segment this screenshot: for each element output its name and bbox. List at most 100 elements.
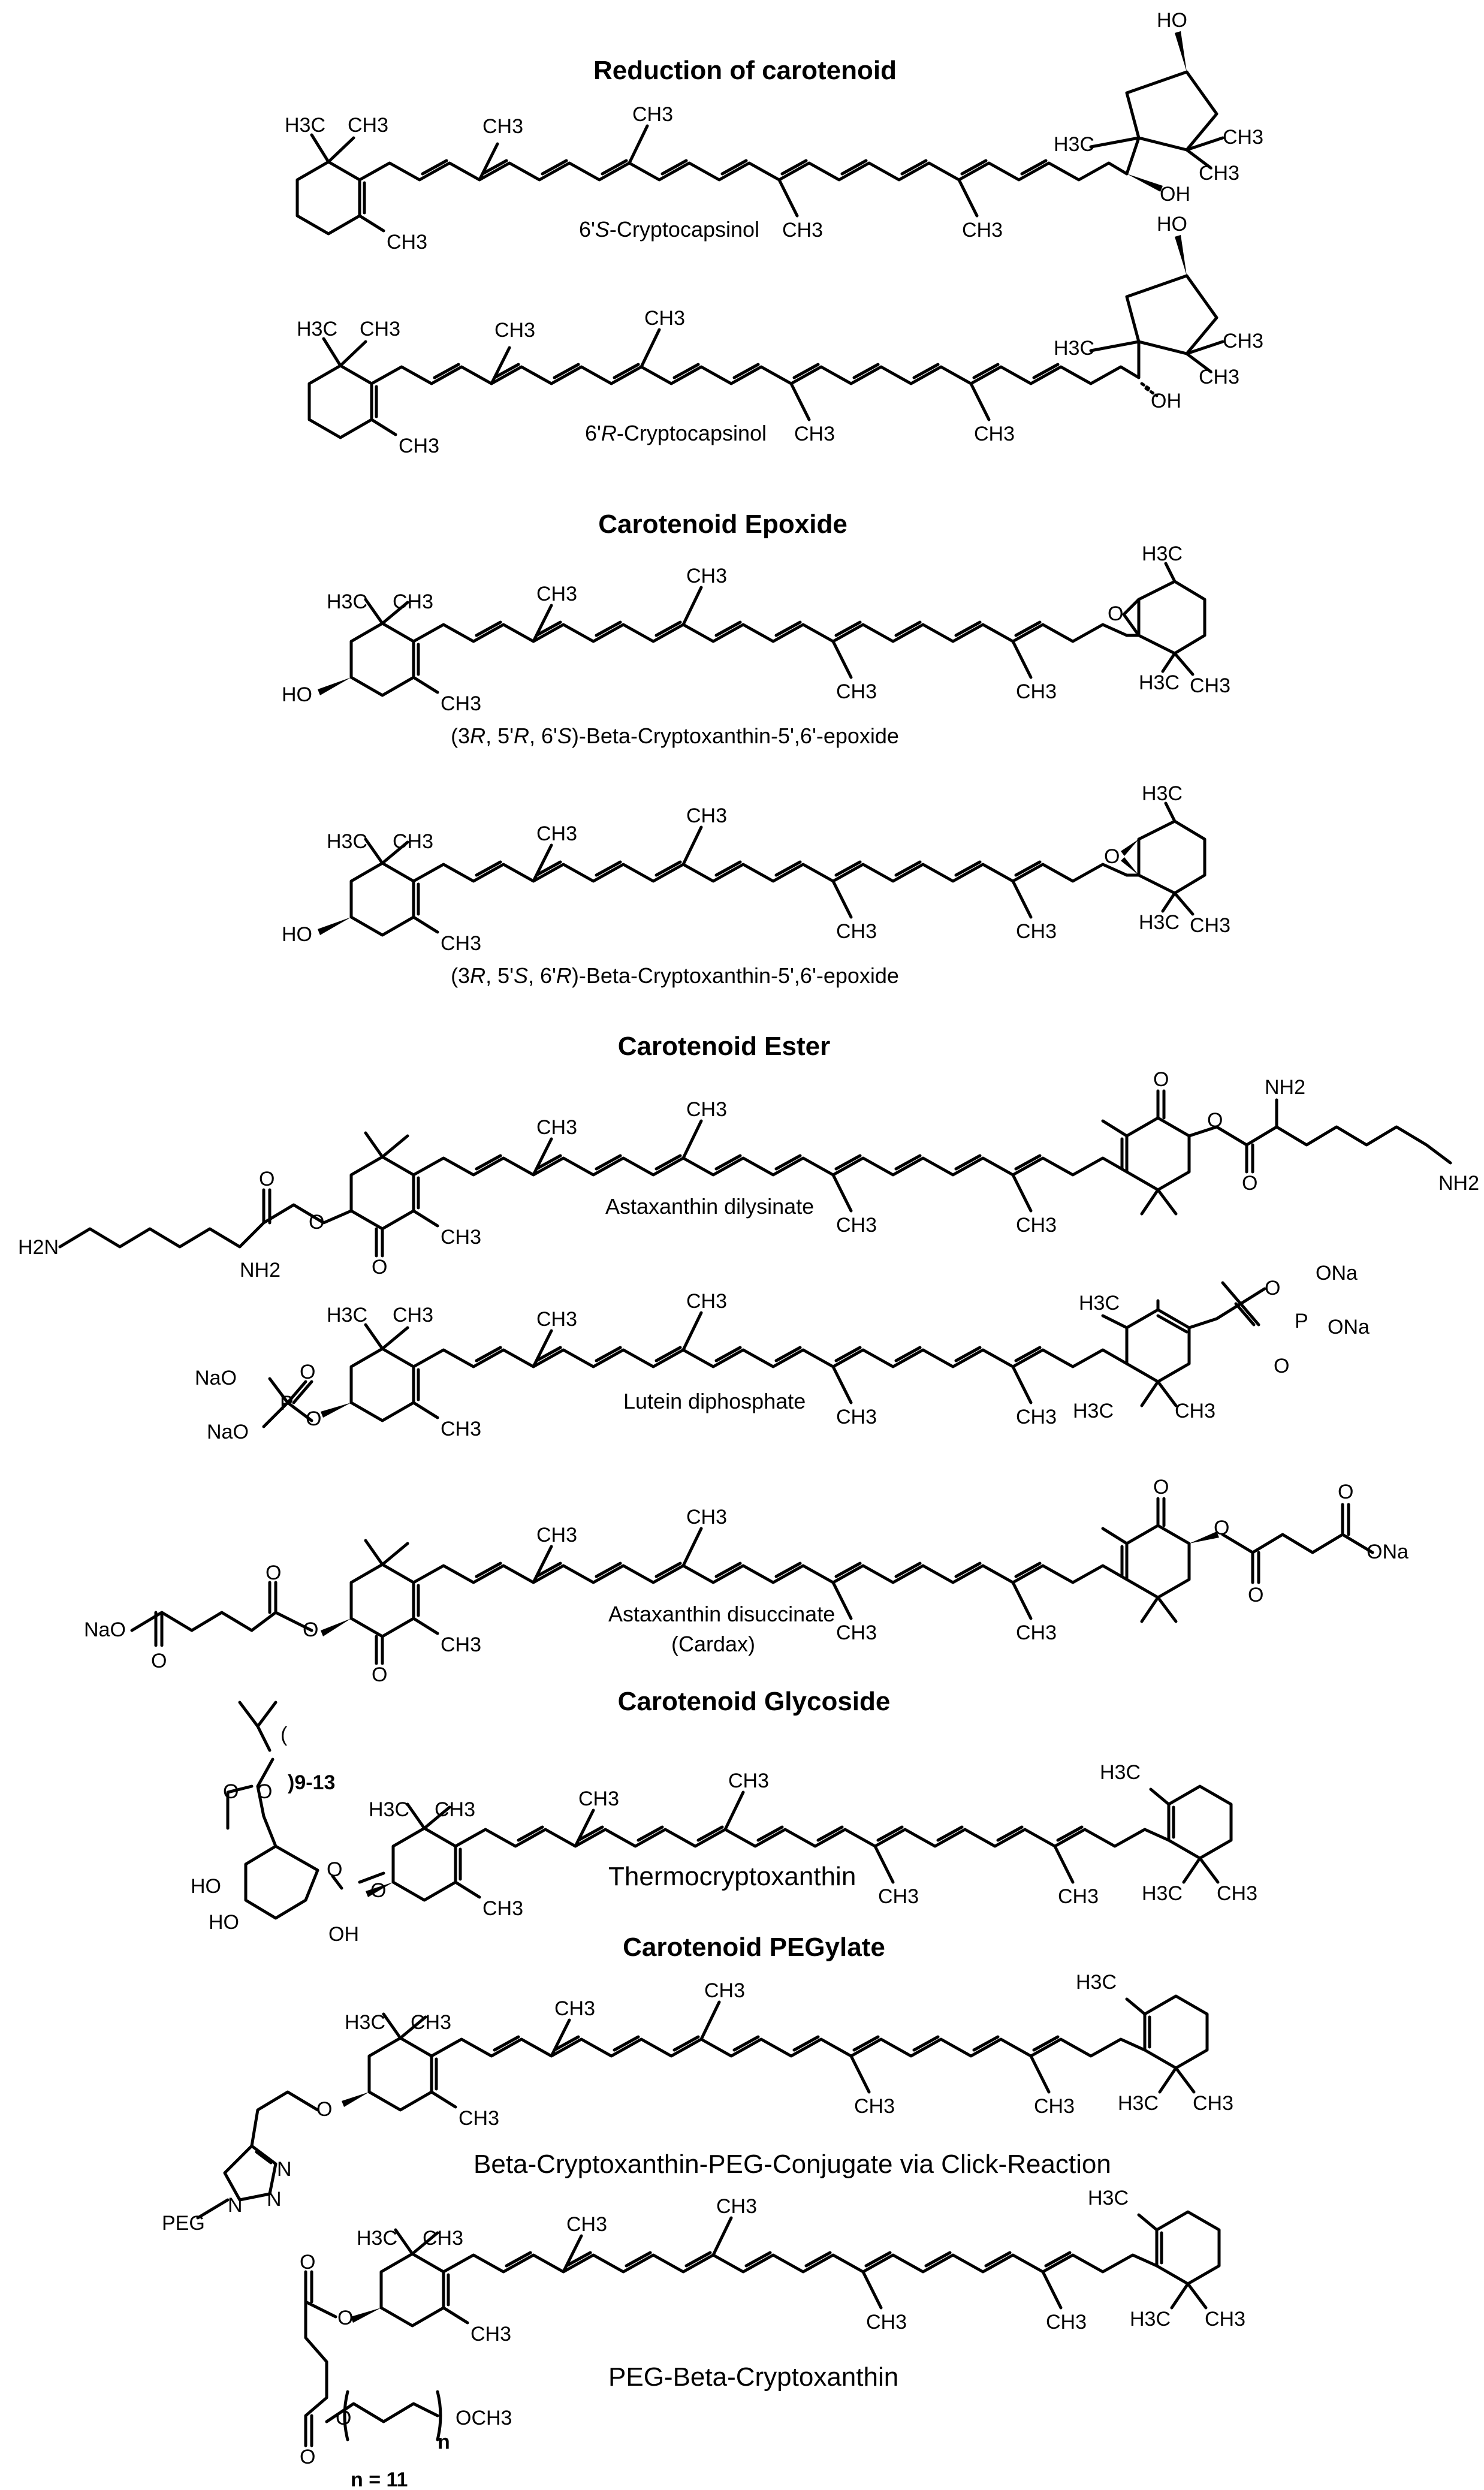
atom-h3c: H3C xyxy=(369,1798,409,1821)
atom-h3c: H3C xyxy=(1088,2187,1129,2209)
atom-o: O xyxy=(1265,1277,1280,1300)
atom-ho: HO xyxy=(1157,213,1187,236)
atom-nao: NaO xyxy=(195,1367,237,1389)
atom-p: P xyxy=(280,1392,294,1415)
atom-h3c: H3C xyxy=(1130,2308,1171,2331)
atom-ch3: CH3 xyxy=(1034,2095,1075,2118)
atom-ona: ONa xyxy=(1316,1262,1358,1285)
atom-ho: HO xyxy=(209,1911,239,1934)
atom-ch3: CH3 xyxy=(1016,1406,1057,1428)
atom-ch3: CH3 xyxy=(536,822,577,845)
atom-ch3: CH3 xyxy=(441,1226,481,1249)
atom-ch3: CH3 xyxy=(536,1308,577,1331)
atom-h3c: H3C xyxy=(1139,671,1180,694)
atom-ch3: CH3 xyxy=(435,1798,475,1821)
atom-o: O xyxy=(151,1650,167,1672)
atom-ch3: CH3 xyxy=(1199,162,1239,185)
compound-alias-cardax: (Cardax) xyxy=(671,1632,755,1656)
atom-ch3: CH3 xyxy=(1016,920,1057,943)
atom-ch3: CH3 xyxy=(1205,2308,1245,2331)
atom-h3c: H3C xyxy=(327,830,367,853)
atom-ch3: CH3 xyxy=(836,1621,877,1644)
compound-label-6s-cryptocapsinol: 6'S-Cryptocapsinol xyxy=(579,217,759,242)
atom-h3c: H3C xyxy=(1079,1292,1120,1315)
atom-ch3: CH3 xyxy=(686,1098,727,1121)
peg-repeat-n: n xyxy=(438,2431,450,2453)
atom-o: O xyxy=(266,1561,281,1584)
atom-ch3: CH3 xyxy=(686,1290,727,1313)
atom-ch3: CH3 xyxy=(632,103,673,126)
atom-h3c: H3C xyxy=(1142,1882,1183,1905)
atom-ch3: CH3 xyxy=(393,1304,433,1327)
section-title-reduction: Reduction of carotenoid xyxy=(593,56,897,85)
atom-h3c: H3C xyxy=(1073,1400,1114,1422)
atom-o: O xyxy=(300,2446,315,2468)
atom-o: O xyxy=(1104,845,1120,868)
atom-h3c: H3C xyxy=(345,2011,385,2034)
atom-ch3: CH3 xyxy=(1190,914,1230,937)
atom-ch3: CH3 xyxy=(536,583,577,605)
atom-ch3: CH3 xyxy=(1217,1882,1257,1905)
atom-ch3: CH3 xyxy=(704,1979,745,2002)
atom-nao: NaO xyxy=(84,1618,126,1641)
atom-o: O xyxy=(1274,1355,1289,1377)
atom-h3c: H3C xyxy=(327,590,367,613)
molecule-bcx-peg-click: O N N N PEG H3C CH3 CH3 CH3 CH3 CH3 CH3 … xyxy=(162,1971,1233,2235)
atom-o: O xyxy=(372,1663,387,1686)
atom-oh: OH xyxy=(328,1923,359,1946)
compound-label-epoxide-2: (3R, 5'S, 6'R)-Beta-Cryptoxanthin-5',6'-… xyxy=(451,963,899,988)
atom-ch3: CH3 xyxy=(1016,1621,1057,1644)
atom-ch3: CH3 xyxy=(399,435,439,457)
atom-ho: HO xyxy=(282,923,312,946)
atom-ch3: CH3 xyxy=(854,2095,895,2118)
compound-label-astaxanthin-dilysinate: Astaxanthin dilysinate xyxy=(605,1194,814,1219)
atom-ch3: CH3 xyxy=(836,920,877,943)
atom-ho: HO xyxy=(1157,9,1187,32)
molecule-astaxanthin-disuccinate: NaO O O O O CH3 CH3 CH3 CH3 CH3 O O O O … xyxy=(84,1476,1408,1686)
section-title-glycoside: Carotenoid Glycoside xyxy=(618,1687,891,1716)
atom-ch3: CH3 xyxy=(1223,126,1263,149)
atom-ch3: CH3 xyxy=(782,219,823,242)
triazole-n1: N xyxy=(228,2194,243,2217)
atom-ch3: CH3 xyxy=(1058,1885,1099,1908)
atom-ch3: CH3 xyxy=(794,423,835,445)
atom-o: O xyxy=(1207,1109,1223,1132)
atom-ch3: CH3 xyxy=(348,114,388,137)
atom-o: O xyxy=(303,1618,318,1641)
atom-ch3: CH3 xyxy=(536,1116,577,1139)
atom-oh: OH xyxy=(1160,183,1190,206)
molecule-thermocryptoxanthin: O O O O HO HO OH ( )9-13 H3C CH3 CH3 CH3… xyxy=(191,1701,1257,1946)
atom-ch3: CH3 xyxy=(470,2323,511,2346)
methoxy-label: OCH3 xyxy=(456,2407,512,2429)
atom-ch3: CH3 xyxy=(566,2213,607,2236)
atom-ch3: CH3 xyxy=(1046,2311,1087,2334)
atom-o: O xyxy=(1214,1517,1229,1539)
atom-h3c: H3C xyxy=(1139,911,1180,934)
atom-ch3: CH3 xyxy=(836,1214,877,1237)
atom-o: O xyxy=(257,1780,272,1803)
atom-ch3: CH3 xyxy=(482,1897,523,1920)
atom-ch3: CH3 xyxy=(494,319,535,342)
atom-h3c: H3C xyxy=(1118,2092,1159,2115)
atom-nao: NaO xyxy=(207,1421,249,1443)
atom-o: O xyxy=(300,1361,315,1383)
atom-ch3: CH3 xyxy=(360,318,400,340)
atom-ho: HO xyxy=(282,683,312,706)
atom-ch3: CH3 xyxy=(836,1406,877,1428)
atom-ona: ONa xyxy=(1328,1316,1370,1339)
molecule-epoxide-1: H3C CH3 HO CH3 CH3 CH3 CH3 CH3 H3C O H3C… xyxy=(282,542,1230,748)
atom-ch3: CH3 xyxy=(1199,366,1239,388)
atom-ch3: CH3 xyxy=(1175,1400,1215,1422)
atom-h3c: H3C xyxy=(1054,133,1094,156)
atom-h3c: H3C xyxy=(1054,337,1094,360)
atom-p: P xyxy=(1295,1310,1308,1333)
section-title-epoxide: Carotenoid Epoxide xyxy=(598,510,847,539)
atom-ch3: CH3 xyxy=(482,115,523,138)
repeat-open-paren: ( xyxy=(280,1723,288,1746)
atom-o: O xyxy=(1153,1476,1169,1499)
section-title-ester: Carotenoid Ester xyxy=(618,1032,831,1061)
triazole-n2: N xyxy=(267,2188,282,2211)
atom-ona: ONa xyxy=(1367,1541,1408,1563)
atom-ch3: CH3 xyxy=(411,2011,451,2034)
